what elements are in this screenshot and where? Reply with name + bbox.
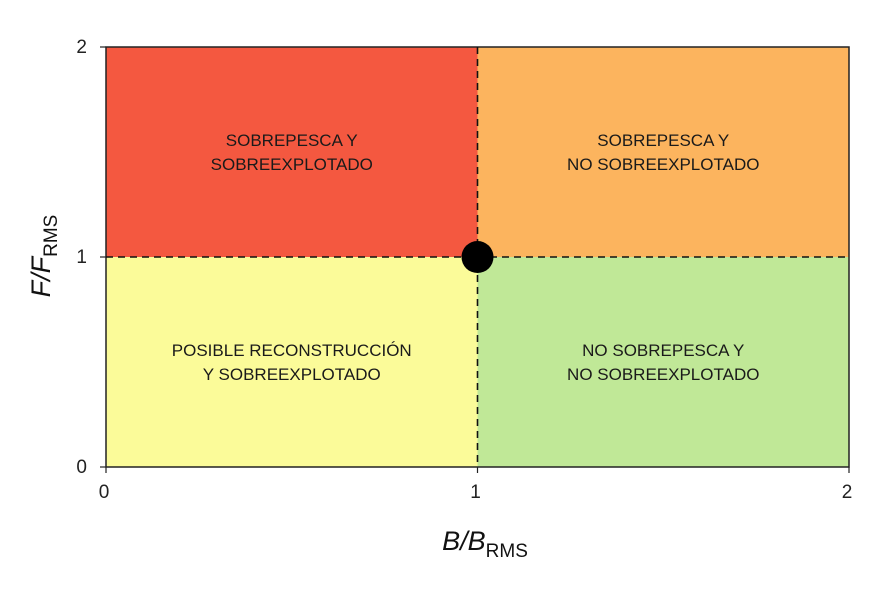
x-tick-label-2: 2	[842, 482, 853, 503]
quadrant-bottom-left	[106, 257, 478, 467]
quadrant-label-top-right-line-2: NO SOBREEXPLOTADO	[567, 155, 759, 174]
y-axis-title-main: F/F	[26, 255, 56, 297]
quadrant-bottom-right	[477, 257, 849, 467]
quadrant-label-bottom-left-line-2: Y SOBREEXPLOTADO	[203, 365, 381, 384]
y-axis-ticks: 0 1 2	[76, 37, 106, 478]
y-tick-label-0: 0	[76, 457, 87, 478]
quadrant-label-layer: SOBREPESCA Y SOBREEXPLOTADO SOBREPESCA Y NO…	[172, 131, 760, 384]
quadrant-label-bottom-left-line-1: POSIBLE RECONSTRUCCIÓN	[172, 341, 412, 360]
x-axis-title-main: B/B	[442, 526, 486, 556]
x-axis-ticks: 0 1 2	[99, 467, 853, 503]
y-axis-title-sub: RMS	[41, 215, 62, 257]
x-tick-label-1: 1	[470, 482, 481, 503]
quadrant-label-bottom-right-line-2: NO SOBREEXPLOTADO	[567, 365, 759, 384]
y-tick-label-1: 1	[76, 247, 87, 268]
quadrant-label-bottom-right-line-1: NO SOBREPESCA Y	[582, 341, 744, 360]
quadrant-top-left	[106, 47, 478, 257]
x-axis-title-sub: RMS	[486, 541, 528, 562]
data-point-1	[461, 241, 494, 273]
quadrant-top-right	[477, 47, 849, 257]
y-tick-label-2: 2	[76, 37, 87, 58]
point-layer	[461, 241, 494, 273]
quadrant-label-top-left-line-2: SOBREEXPLOTADO	[211, 155, 373, 174]
quadrant-label-top-right-line-1: SOBREPESCA Y	[597, 131, 729, 150]
quadrant-layer	[106, 47, 849, 467]
quadrant-label-top-left-line-1: SOBREPESCA Y	[226, 131, 358, 150]
y-axis-title: F/FRMS	[26, 215, 62, 298]
x-tick-label-0: 0	[99, 482, 110, 503]
x-axis-title: B/BRMS	[442, 526, 528, 562]
